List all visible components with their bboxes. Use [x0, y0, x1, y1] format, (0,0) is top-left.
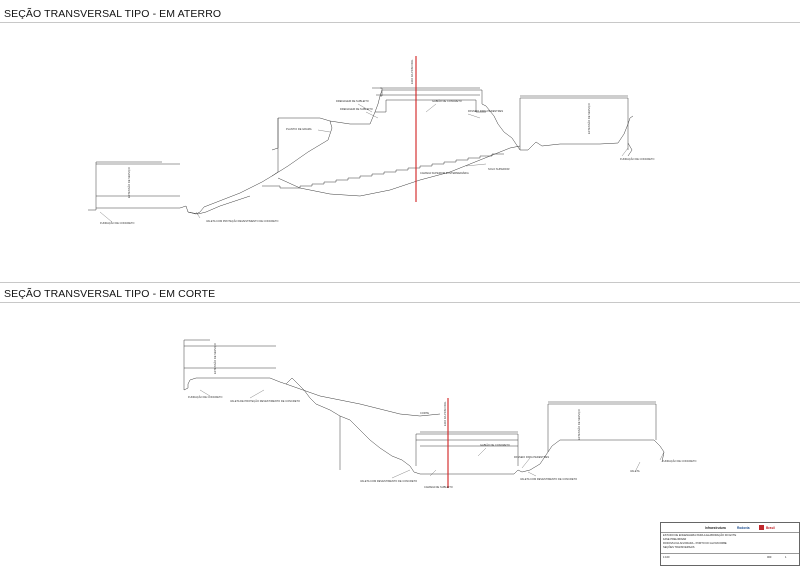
label-solo-superior: SOLO SUPERIOR: [488, 167, 510, 171]
title-line-1: ESTUDO DE ENGENHARIA PARA A ELABORAÇÃO D…: [663, 534, 737, 537]
label-corte: CORTE: [420, 411, 429, 415]
label-fundacao-right-aterro: FUNDAÇÃO DE CONCRETO: [620, 156, 654, 161]
label-drenagem-left: DRENAGEM DE SUBLEITO: [336, 99, 369, 103]
label-fundacao-left-aterro: FUNDAÇÃO DE CONCRETO: [100, 220, 134, 225]
brand-logo-icon: [759, 525, 764, 530]
label-eixo-aterro: EIXO DA PRINCIPAL: [410, 59, 414, 84]
label-valeta-left-corte: VALETA DE PROTEÇÃO REVESTIMENTO DE CONCR…: [230, 398, 300, 403]
section-divider: [0, 282, 800, 283]
label-extensao-right-aterro: EXTENSÃO DE SERVIÇO: [586, 103, 591, 134]
logo-text-a: Infraestrutura: [705, 526, 726, 530]
label-fundacao-right-corte: FUNDAÇÃO DE CONCRETO: [662, 458, 696, 463]
label-camada-aterro: CAMADA SUPERIOR E INTERMEDIÁRIA: [420, 171, 469, 175]
label-valeta-far-corte: VALETA: [630, 469, 640, 473]
section-title-corte: SEÇÃO TRANSVERSAL TIPO - EM CORTE: [4, 288, 216, 300]
label-eixo-corte: EIXO DA PRINCIPAL: [443, 401, 447, 426]
title-block-rule-2: [661, 553, 799, 554]
title-block-rule: [661, 532, 799, 533]
label-gabiao-aterro: GABIÃO DE CONCRETO: [432, 98, 462, 103]
label-valeta-aterro: VALETA COM PROTEÇÃO REVESTIMENTO DE CONC…: [206, 218, 278, 223]
title-line-2: FASE PRELIMINAR: [663, 538, 687, 541]
label-extensao-left-corte: EXTENSÃO DE SERVIÇO: [212, 343, 217, 374]
label-gabiao-corte: GABIÃO DE CONCRETO: [480, 442, 510, 447]
title-block: Infraestrutura Rodovia Brasil ESTUDO DE …: [660, 522, 800, 566]
label-camada-corte: CAMADA DE SUBLEITO: [424, 485, 453, 489]
title-line-3: RODOVIA DA ALVORADA - PORTO DO ALVO/CORB…: [663, 542, 727, 545]
label-extensao-right-corte: EXTENSÃO DE SERVIÇO: [576, 409, 581, 440]
section-title-aterro: SEÇÃO TRANSVERSAL TIPO - EM ATERRO: [4, 8, 222, 20]
label-passeio-corte: PASSEIO PARA PEDESTRES: [514, 455, 549, 459]
label-valeta-center-corte: VALETA COM REVESTIMENTO DE CONCRETO: [360, 479, 417, 483]
title-line-4: SEÇÕES TRANSVERSAIS: [663, 546, 695, 549]
label-drenagem-left2: DRENAGEM DE SUBLEITO: [340, 107, 373, 111]
label-plantio: PLANTIO DE GRAMA: [286, 127, 312, 131]
corte-profile: [183, 339, 665, 475]
title-underline-corte: [0, 302, 800, 303]
label-valeta-right-corte: VALETA COM REVESTIMENTO DE CONCRETO: [520, 477, 577, 481]
logo-text-c: Brasil: [766, 526, 775, 530]
logo-text-b: Rodovia: [737, 526, 750, 530]
label-passeio-aterro: PASSEIO PARA PEDESTRES: [468, 109, 503, 113]
title-sheet-number: 1: [785, 556, 787, 559]
label-extensao-left-aterro: EXTENSÃO DE SERVIÇO: [126, 167, 131, 198]
aterro-profile: [88, 87, 634, 215]
label-fundacao-left-corte: FUNDAÇÃO DE CONCRETO: [188, 394, 222, 399]
title-code: 000: [767, 556, 772, 559]
title-scale: 1:100: [663, 556, 670, 559]
title-underline-aterro: [0, 22, 800, 23]
